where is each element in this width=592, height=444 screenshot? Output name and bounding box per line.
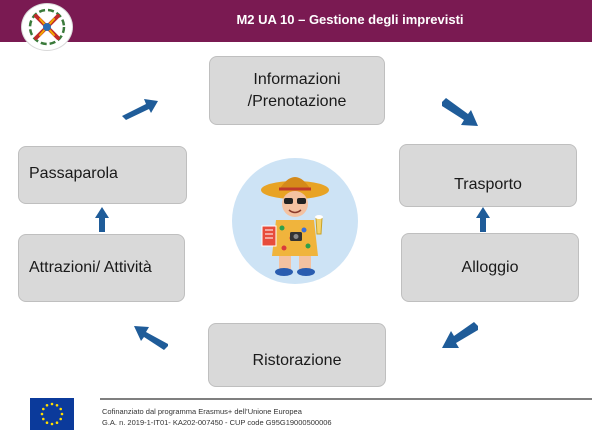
header-bar: M2 UA 10 – Gestione degli imprevisti (0, 0, 592, 42)
arrow-ristorazione-to-attrazioni-icon (134, 326, 168, 350)
node-alloggio: Alloggio (401, 233, 579, 302)
node-trasporto-label: Trasporto (454, 175, 522, 193)
tourist-illustration (232, 158, 358, 284)
node-alloggio-label: Alloggio (461, 258, 519, 276)
node-attrazioni-label: Attrazioni/ Attività (29, 259, 152, 276)
footer-line-2: G.A. n. 2019-1-IT01- KA202-007450 - CUP … (102, 418, 332, 427)
node-passaparola: Passaparola (18, 146, 187, 204)
project-logo-icon (22, 4, 72, 50)
node-informazioni-label: Informazioni /Prenotazione (247, 70, 347, 110)
arrow-attrazioni-to-passaparola-icon (95, 207, 109, 232)
arrow-passaparola-to-informazioni-icon (122, 99, 158, 120)
node-trasporto: Trasporto (399, 144, 577, 207)
eu-flag-icon (30, 398, 74, 430)
node-ristorazione: Ristorazione (208, 323, 386, 387)
node-passaparola-label: Passaparola (29, 165, 118, 182)
arrow-alloggio-to-trasporto-icon (476, 207, 490, 232)
footer-divider (100, 398, 592, 400)
footer-line-1: Cofinanziato dal programma Erasmus+ dell… (102, 407, 302, 416)
arrow-alloggio-to-ristorazione-icon (442, 322, 478, 348)
arrow-informazioni-to-trasporto-icon (442, 98, 478, 126)
node-informazioni: Informazioni /Prenotazione (209, 56, 385, 125)
slide-title: M2 UA 10 – Gestione degli imprevisti (236, 12, 464, 27)
footer-credits: Cofinanziato dal programma Erasmus+ dell… (102, 406, 332, 428)
node-attrazioni: Attrazioni/ Attività (18, 234, 185, 302)
node-ristorazione-label: Ristorazione (252, 352, 342, 369)
